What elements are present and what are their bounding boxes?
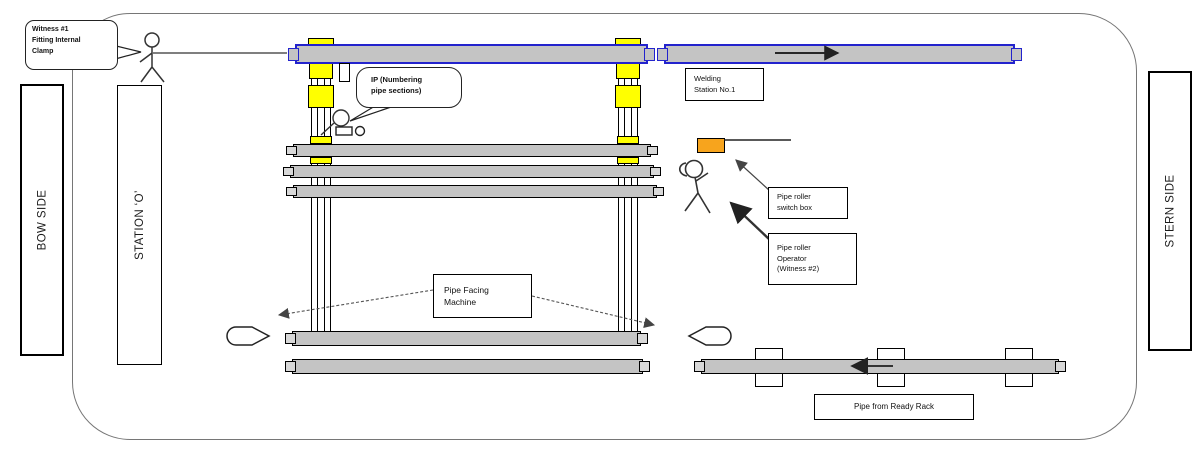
pipe-roller-support	[1005, 373, 1033, 387]
witness1-callout: Witness #1 Fitting Internal Clamp	[25, 20, 118, 70]
station-o-label-box: STATION ‘O’	[117, 85, 162, 365]
pipe-roller-switch-box	[697, 138, 725, 153]
switch-box-label: Pipe roller switch box	[768, 187, 848, 219]
bow-side-label-box: BOW SIDE	[20, 84, 64, 356]
ready-rack-pipe	[694, 359, 1066, 374]
ip-callout: IP (Numbering pipe sections)	[356, 67, 462, 108]
stand-left-under-clamp	[309, 63, 333, 79]
stand-right-under-clamp	[616, 63, 640, 79]
station-o-label: STATION ‘O’	[133, 190, 146, 260]
pipe-rack-bar	[283, 165, 661, 178]
welding-station-label: Welding Station No.1	[685, 68, 764, 101]
pipe-rack-bar	[286, 185, 664, 198]
stand-right-foot	[617, 157, 639, 164]
numbering-tag	[339, 63, 350, 82]
stern-side-label: STERN SIDE	[1164, 174, 1177, 248]
stand-left-jack-block	[308, 85, 334, 108]
stern-side-label-box: STERN SIDE	[1148, 71, 1192, 351]
stand-left-foot	[310, 157, 332, 164]
operator-label: Pipe roller Operator (Witness #2)	[768, 233, 857, 285]
station-boundary	[72, 13, 1137, 440]
welding-line-pipe-2	[657, 44, 1022, 64]
stand-right-foot	[617, 136, 639, 144]
welding-line-pipe-1	[288, 44, 655, 64]
facing-machine-label: Pipe Facing Machine	[433, 274, 532, 318]
pipe-rack-bar	[285, 359, 650, 374]
stand-left-foot	[310, 136, 332, 144]
pipe-rack-bar	[285, 331, 648, 346]
bow-side-label: BOW SIDE	[36, 189, 48, 251]
pipe-rack-bar	[286, 144, 658, 157]
pipe-roller-support	[755, 373, 783, 387]
pipe-roller-support	[877, 373, 905, 387]
stand-right-jack-block	[615, 85, 641, 108]
ready-rack-label: Pipe from Ready Rack	[814, 394, 974, 420]
